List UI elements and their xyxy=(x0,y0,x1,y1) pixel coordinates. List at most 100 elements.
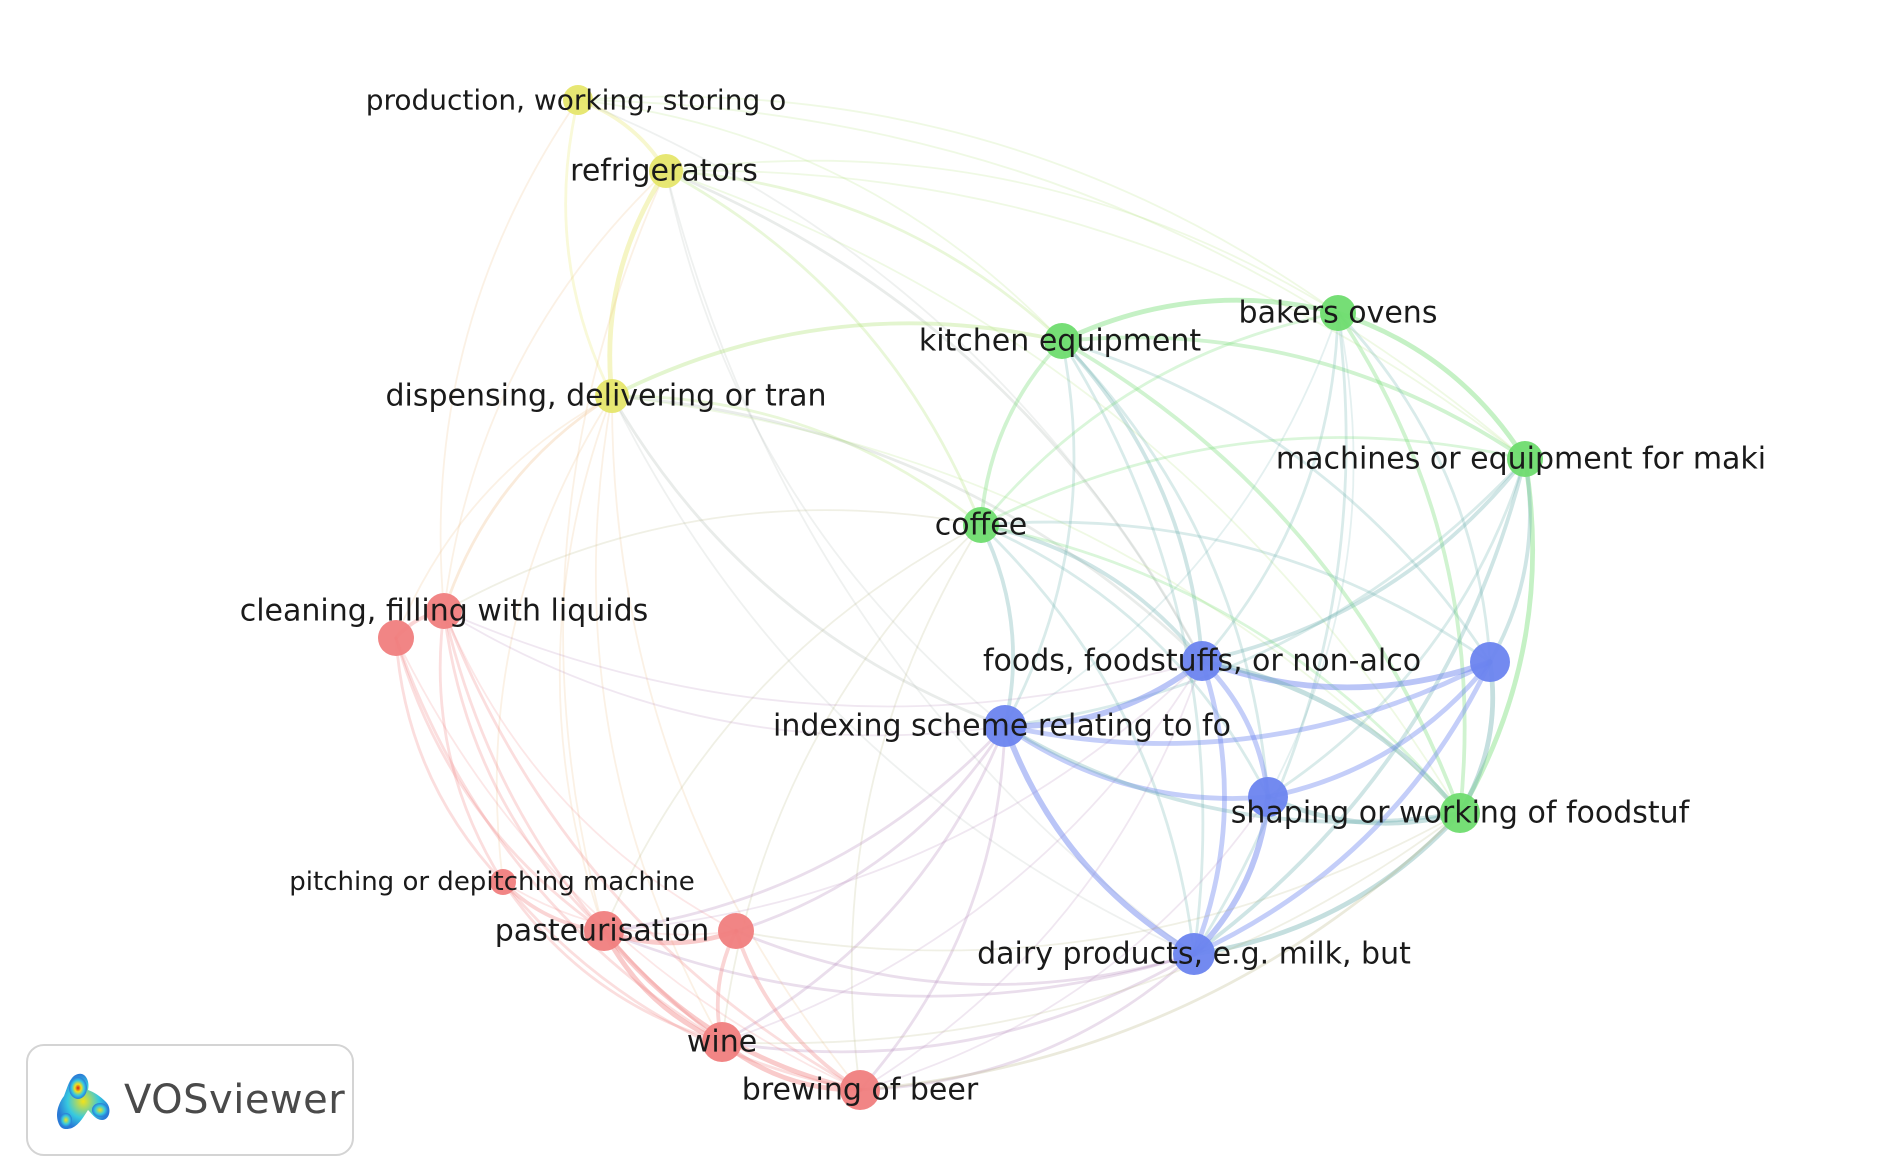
node-pasteurisation[interactable] xyxy=(584,911,624,951)
node-label-pasteurisation[interactable]: pasteurisation xyxy=(495,914,709,949)
node-kitchen[interactable] xyxy=(1044,323,1080,359)
link-machines-indexing xyxy=(1003,457,1527,728)
link-refrigerators-indexing xyxy=(665,170,1006,727)
node-label-production[interactable]: production, working, storing o xyxy=(366,84,787,117)
node-label-shaping[interactable]: shaping or working of foodstuf xyxy=(1231,796,1691,831)
link-kitchen-coffee xyxy=(979,339,1064,527)
link-production-foods xyxy=(577,99,1203,662)
node-beer[interactable] xyxy=(840,1070,880,1110)
node-label-wine[interactable]: wine xyxy=(687,1025,757,1060)
node-label-coffee[interactable]: coffee xyxy=(935,508,1027,543)
node-coffee[interactable] xyxy=(963,507,999,543)
link-foods-indexing xyxy=(1002,658,1205,729)
link-machines-blue_mid xyxy=(1266,457,1527,799)
node-label-beer[interactable]: brewing of beer xyxy=(742,1073,979,1108)
node-label-cleaning[interactable]: cleaning, filling with liquids xyxy=(240,594,649,629)
link-coffee-indexing xyxy=(979,523,1015,728)
node-shaping[interactable] xyxy=(1440,793,1480,833)
node-label-dairy[interactable]: dairy products, e.g. milk, but xyxy=(977,937,1411,972)
link-foods-shaping xyxy=(1199,658,1463,816)
link-coffee-wine xyxy=(721,524,982,1043)
link-indexing-cleaning xyxy=(443,610,1006,737)
link-foods-wine xyxy=(721,660,1203,1043)
link-red_left-wine xyxy=(394,636,724,1044)
link-blue_mid-shaping xyxy=(1265,794,1463,826)
link-indexing-red_mid xyxy=(734,724,1007,933)
node-dairy[interactable] xyxy=(1173,933,1215,975)
link-refrigerators-coffee xyxy=(664,169,983,527)
link-shaping-wine xyxy=(721,812,1461,1045)
link-bakers-machines xyxy=(1335,310,1528,462)
link-coffee-shaping xyxy=(979,523,1462,815)
link-indexing-blue_mid xyxy=(1002,723,1271,801)
link-indexing-shaping xyxy=(1003,724,1462,824)
node-bakers[interactable] xyxy=(1320,295,1356,331)
link-bakers-coffee xyxy=(979,311,1340,527)
link-red_left-pasteurisation xyxy=(394,636,606,933)
links-layer xyxy=(394,95,1536,1093)
node-label-bakers[interactable]: bakers ovens xyxy=(1239,296,1438,331)
node-blue_unlabeled[interactable] xyxy=(1470,642,1510,682)
link-bakers-dairy xyxy=(1192,311,1348,956)
link-red_left-beer xyxy=(395,637,861,1091)
link-production-bakers xyxy=(577,95,1339,314)
node-label-foods[interactable]: foods, foodstuffs, or non-alco xyxy=(983,644,1421,679)
node-red_left[interactable] xyxy=(378,620,414,656)
link-shaping-beer xyxy=(858,811,1462,1092)
node-label-refrigerators[interactable]: refrigerators xyxy=(570,154,758,189)
link-dispensing-wine xyxy=(594,395,723,1043)
node-cleaning[interactable] xyxy=(426,593,462,629)
link-kitchen-indexing xyxy=(1003,339,1076,728)
vosviewer-badge[interactable]: VOSviewer xyxy=(26,1044,354,1156)
link-indexing-pasteurisation xyxy=(602,724,1007,933)
link-refrigerators-kitchen xyxy=(664,169,1064,343)
link-kitchen-shaping xyxy=(1060,339,1462,815)
link-shaping-red_mid xyxy=(735,812,1461,952)
link-production-cleaning xyxy=(439,99,579,612)
node-label-dispensing[interactable]: dispensing, delivering or tran xyxy=(386,379,827,414)
link-kitchen-foods xyxy=(1060,339,1204,663)
link-red_mid-beer xyxy=(734,929,862,1092)
link-kitchen-bakers xyxy=(1059,297,1341,344)
link-coffee-blue_mid xyxy=(979,523,1270,799)
link-refrigerators-cleaning xyxy=(443,170,667,612)
link-kitchen-machines xyxy=(1060,335,1527,461)
link-dispensing-pitching xyxy=(495,395,613,883)
link-bakers-foods xyxy=(1200,311,1340,663)
link-production-machines xyxy=(577,99,1526,460)
link-refrigerators-dispensing xyxy=(607,168,669,399)
node-indexing[interactable] xyxy=(984,705,1026,747)
node-wine[interactable] xyxy=(702,1022,742,1062)
link-refrigerators-machines xyxy=(665,169,1526,460)
link-bakers-blue_mid xyxy=(1267,312,1355,798)
node-refrigerators[interactable] xyxy=(649,154,683,188)
link-coffee-cleaning xyxy=(443,509,982,612)
link-machines-coffee xyxy=(979,436,1527,527)
link-bakers-blue_unlabeled xyxy=(1336,311,1492,664)
node-foods[interactable] xyxy=(1182,641,1222,681)
node-machines[interactable] xyxy=(1507,441,1543,477)
node-red_mid[interactable] xyxy=(718,913,754,949)
link-foods-cleaning xyxy=(443,610,1203,708)
link-refrigerators-shaping xyxy=(665,170,1461,814)
node-pitching[interactable] xyxy=(490,869,516,895)
link-foods-dairy xyxy=(1191,658,1227,957)
labels-layer: production, working, storing o refrigerat… xyxy=(240,84,1766,1108)
node-dispensing[interactable] xyxy=(595,379,629,413)
link-dairy-red_mid xyxy=(734,929,1196,986)
node-label-indexing[interactable]: indexing scheme relating to fo xyxy=(773,709,1231,744)
node-label-kitchen[interactable]: kitchen equipment xyxy=(919,324,1202,359)
link-blue_mid-dairy xyxy=(1191,794,1271,957)
link-kitchen-blue_mid xyxy=(1060,339,1270,799)
link-kitchen-blue_unlabeled xyxy=(1060,339,1492,664)
link-pitching-wine xyxy=(501,880,724,1044)
node-blue_mid[interactable] xyxy=(1248,777,1288,817)
link-coffee-pasteurisation xyxy=(603,524,982,932)
node-production[interactable] xyxy=(563,85,593,115)
vosviewer-brand-text: VOSviewer xyxy=(124,1077,346,1123)
node-label-machines[interactable]: machines or equipment for maki xyxy=(1276,442,1766,477)
node-label-pitching[interactable]: pitching or depitching machine xyxy=(289,867,694,897)
link-dispensing-cleaning xyxy=(442,394,614,613)
